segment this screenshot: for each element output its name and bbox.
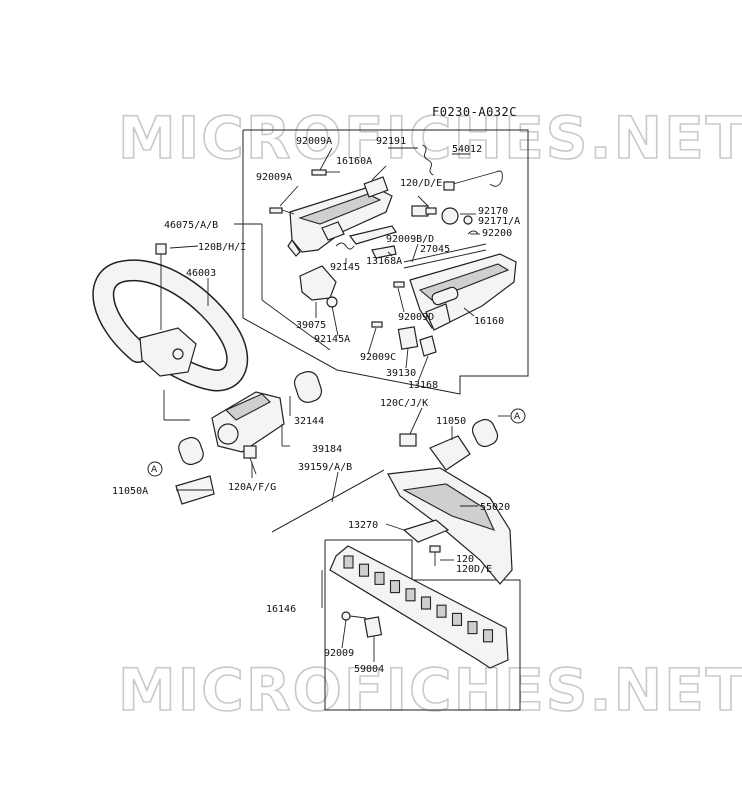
label-92009c: 92009C xyxy=(360,352,396,363)
label-11050a: 11050A xyxy=(112,486,148,497)
label-16146: 16146 xyxy=(266,604,296,615)
screw-92009c xyxy=(371,321,383,328)
upper-assembly-frame xyxy=(242,129,529,395)
blade-tooth xyxy=(420,596,432,610)
leader-lines xyxy=(163,147,510,662)
plate-13270 xyxy=(402,519,450,543)
label-120cjk: 120C/J/K xyxy=(380,398,428,409)
screw-92009a-2 xyxy=(269,207,295,215)
label-16160: 16160 xyxy=(474,316,504,327)
label-92145a: 92145A xyxy=(314,334,350,345)
bolt-120bhi xyxy=(155,243,167,330)
blade-tooth xyxy=(343,555,354,569)
label-59004: 59004 xyxy=(354,664,384,675)
label-55020: 55020 xyxy=(480,502,510,513)
blade-tooth xyxy=(436,604,447,618)
label-39184: 39184 xyxy=(312,444,342,455)
bolt-120cjk xyxy=(399,433,417,447)
blade-tooth xyxy=(374,571,385,585)
label-120bhi: 120B/H/I xyxy=(198,242,246,253)
part-labels: 92009A 92191 54012 16160A 92009A 120/D/E… xyxy=(112,136,520,675)
label-27045: 27045 xyxy=(420,244,450,255)
cable-54012 xyxy=(443,170,503,191)
screw-92009a xyxy=(311,169,340,176)
label-92009a-2: 92009A xyxy=(256,172,292,183)
label-16160a: 16160A xyxy=(336,156,372,167)
label-32144: 32144 xyxy=(294,416,324,427)
label-39075: 39075 xyxy=(296,320,326,331)
shaft-39159 xyxy=(271,469,385,533)
blade-tooth xyxy=(482,629,494,643)
collar-32144 xyxy=(293,371,323,403)
label-39130: 39130 xyxy=(386,368,416,379)
handle-half-16160a xyxy=(287,176,393,257)
label-11050: 11050 xyxy=(436,416,466,427)
label-120de-1: 120/D/E xyxy=(400,178,442,189)
label-92009: 92009 xyxy=(324,648,354,659)
svg-text:A: A xyxy=(514,412,521,422)
lower-assembly-frame xyxy=(324,539,521,711)
handle-half-16160 xyxy=(409,253,517,331)
label-13168: 13168 xyxy=(408,380,438,391)
blade-tooth xyxy=(358,563,370,577)
label-13270: 13270 xyxy=(348,520,378,531)
screw-92009 xyxy=(341,611,367,621)
clip-92200 xyxy=(467,230,479,235)
diagram-code: F0230-A032C xyxy=(432,105,517,119)
throttle-rod-27045 xyxy=(403,243,487,269)
label-92009a: 92009A xyxy=(296,136,332,147)
label-39159: 39159/A/B xyxy=(298,462,352,473)
label-92009bd: 92009B/D xyxy=(386,234,434,245)
loop-handle-46003 xyxy=(92,259,249,392)
screw-120 xyxy=(429,545,441,566)
screw-120de xyxy=(411,205,437,217)
label-92145: 92145 xyxy=(330,262,360,273)
bracket-39130 xyxy=(397,326,437,357)
blade-teeth xyxy=(343,555,494,643)
label-46075: 46075/A/B xyxy=(164,220,218,231)
watermark-bottom: MICROFICHES.NET xyxy=(118,656,742,724)
label-92200: 92200 xyxy=(482,228,512,239)
spring-92191 xyxy=(422,144,434,176)
grip-11050 xyxy=(429,418,499,471)
lock-92170 xyxy=(441,207,473,225)
svg-text:A: A xyxy=(151,465,158,475)
screw-92009d xyxy=(393,281,405,288)
callout-a-right: A xyxy=(510,408,526,424)
label-13168a: 13168A xyxy=(366,256,402,267)
callout-a-left: A xyxy=(147,461,163,477)
blade-tooth xyxy=(467,621,478,635)
guard-55020 xyxy=(387,467,513,585)
label-120afg: 120A/F/G xyxy=(228,482,276,493)
label-120: 120 xyxy=(456,554,474,565)
grip-11050a xyxy=(175,436,215,505)
label-92191: 92191 xyxy=(376,136,406,147)
lever-13168a xyxy=(348,225,397,259)
label-46003: 46003 xyxy=(186,268,216,279)
blade-tooth xyxy=(451,612,463,626)
label-54012: 54012 xyxy=(452,144,482,155)
spring-92145 xyxy=(335,242,355,250)
blade-tooth xyxy=(389,580,401,594)
label-120de-2: 120D/E xyxy=(456,564,492,575)
label-92171: 92171/A xyxy=(478,216,520,227)
clamp-39184 xyxy=(211,391,285,453)
label-92009d: 92009D xyxy=(398,312,434,323)
label-92170: 92170 xyxy=(478,206,508,217)
plate-59004 xyxy=(363,616,383,638)
blade-tooth xyxy=(405,588,416,602)
blade-16146 xyxy=(329,545,509,669)
screw-120afg xyxy=(243,445,257,475)
